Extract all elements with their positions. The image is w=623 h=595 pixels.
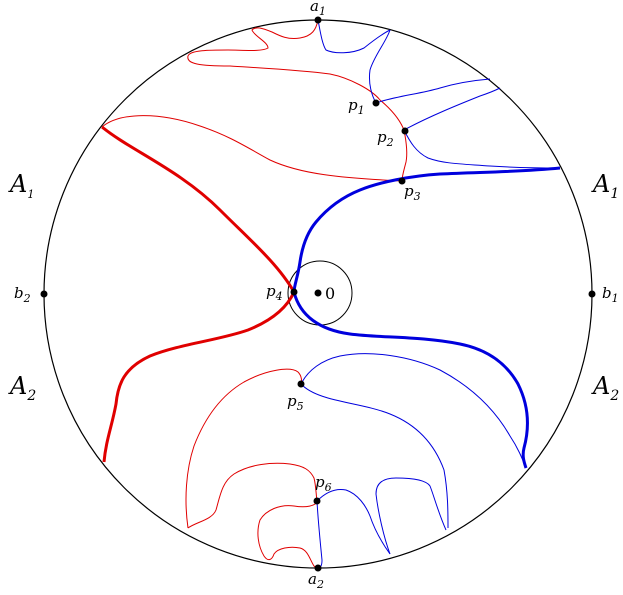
point-p5 [297,380,305,388]
label-A1-left: A1 [8,170,34,201]
blue-curve-p6-right [316,489,391,555]
labels: A1 A1 A2 A2 a1 a2 b1 b2 p1 p2 p3 p4 p5 p… [8,0,619,591]
blue-thick-upper [292,166,561,293]
label-p5: p5 [287,392,304,413]
thin-red-curves [101,19,408,569]
label-p6: p6 [315,473,332,494]
red-curve-p5-arc [185,368,303,529]
point-p6 [313,497,321,505]
point-p1 [372,99,380,107]
label-A2-left: A2 [8,372,36,404]
blue-curve-p2-right [403,87,501,131]
label-a1: a1 [310,0,326,18]
thick-red-curves [101,125,296,463]
red-curve-inner-loop [257,500,319,569]
red-curve-p2-p3 [401,129,408,182]
blue-curve-to-p1 [369,29,391,104]
label-A1-right: A1 [591,170,619,202]
point-p3 [398,177,406,185]
blue-curve-p6-down [316,500,323,569]
blue-curve-a1 [317,19,391,54]
point-a1 [314,16,322,24]
blue-curve-p5-down [300,383,449,529]
label-b2: b2 [14,284,31,305]
red-thick-lower [102,291,296,463]
points [40,16,596,572]
label-p1: p1 [348,96,365,117]
point-b1 [588,290,596,298]
point-p4 [290,288,298,296]
red-curve-left-loop [101,115,403,182]
blue-curve-p2-down [403,129,561,169]
thin-blue-curves [300,19,561,569]
blue-curve-p5-arc [300,353,527,469]
point-p2 [401,127,409,135]
label-b1: b1 [602,284,619,305]
red-thick-upper [101,125,296,293]
label-p2: p2 [377,128,394,149]
point-origin [314,289,322,297]
point-b2 [40,290,48,298]
point-a2 [314,564,322,572]
label-A2-right: A2 [591,372,619,404]
red-curve-p6-arc [187,462,318,529]
label-p4: p4 [266,282,283,303]
label-p3: p3 [404,182,421,203]
blue-thick-lower [292,291,529,469]
blue-curve-p1-right [375,78,491,104]
blue-curve-small-loop [375,477,447,555]
red-curve-top [187,19,405,131]
label-a2: a2 [308,570,324,591]
label-origin: 0 [325,284,335,303]
thick-blue-curves [292,166,561,469]
